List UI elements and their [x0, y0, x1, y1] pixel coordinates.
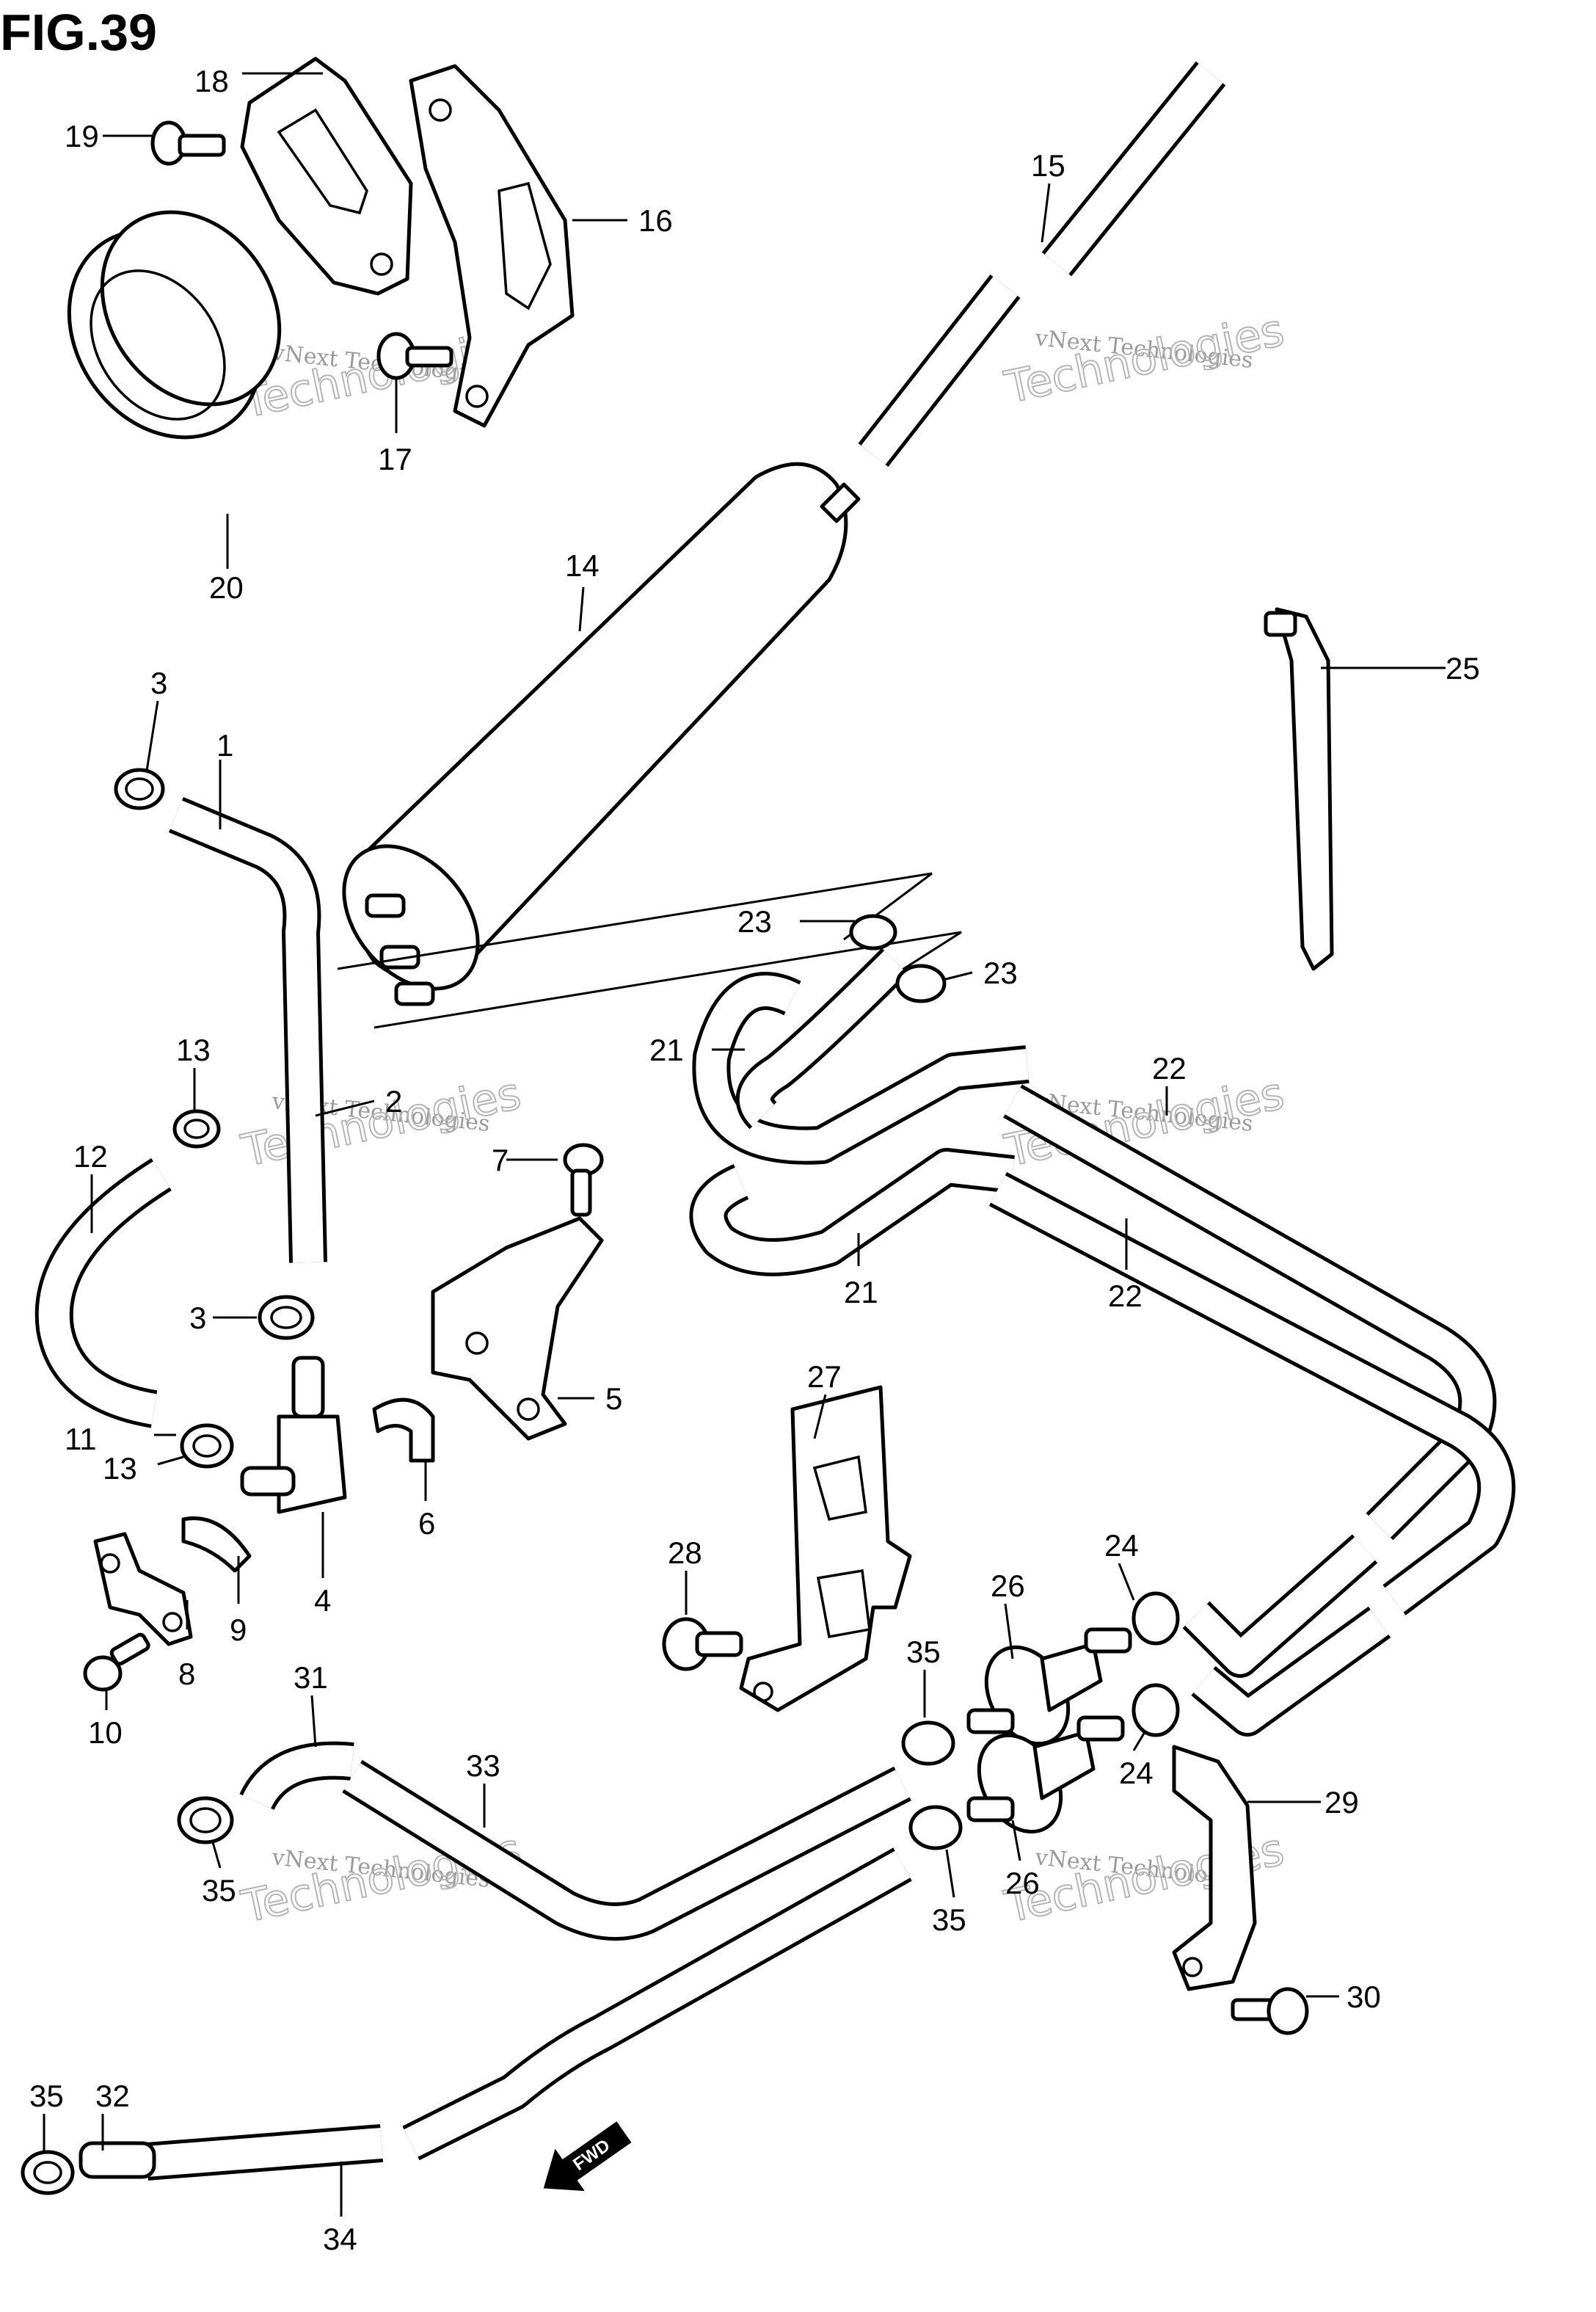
callout-27: 27: [807, 1359, 842, 1394]
callout-1: 1: [216, 728, 233, 763]
callout-17: 17: [378, 442, 412, 476]
part-25-cable-tie: [1264, 607, 1334, 971]
watermark-2: vNext Technologies Technologies: [999, 304, 1289, 415]
callout-29: 29: [1324, 1785, 1359, 1820]
callout-18: 18: [194, 64, 229, 98]
part-10-bolt: [83, 1632, 150, 1692]
callout-23b: 23: [983, 956, 1018, 990]
callout-13b: 13: [103, 1451, 137, 1486]
callout-3b: 3: [189, 1301, 206, 1335]
part-15-hose: [858, 61, 1226, 468]
figure-title: FIG.39: [0, 4, 157, 61]
part-35-clamp-b: [901, 1720, 955, 1766]
part-4-valve: [240, 1356, 347, 1514]
part-27-bracket: [739, 1385, 912, 1712]
part-26-valve-upper: [966, 1627, 1132, 1746]
callout-4: 4: [314, 1583, 331, 1618]
callout-24a: 24: [1104, 1528, 1139, 1563]
part-32-hose-end: [79, 2141, 156, 2179]
part-6-clip: [372, 1397, 435, 1463]
part-19-bolt: [150, 120, 226, 166]
part-13-clamp: [172, 1109, 221, 1149]
callout-19: 19: [65, 119, 99, 153]
watermark-outline: Technologies: [1000, 305, 1289, 414]
part-34-hose: [145, 1847, 912, 2181]
callout-24b: 24: [1119, 1756, 1154, 1790]
callout-35b: 35: [906, 1635, 941, 1669]
callout-35d: 35: [29, 2079, 64, 2113]
callout-33: 33: [466, 1748, 500, 1783]
part-23b-clamp: [895, 964, 947, 1003]
callout-15: 15: [1031, 148, 1065, 183]
callout-30: 30: [1347, 1980, 1381, 2014]
callout-35a: 35: [202, 1873, 236, 1908]
part-26-valve-lower: [966, 1715, 1125, 1834]
callout-10: 10: [88, 1715, 123, 1750]
callout-21b: 21: [844, 1275, 878, 1309]
callout-9: 9: [230, 1613, 247, 1647]
callout-5: 5: [605, 1381, 622, 1416]
part-22-hose-lower: [988, 1171, 1516, 1737]
callout-35c: 35: [932, 1902, 966, 1937]
callout-numbers: 18 19 16 17 20 15 14 25 3 1 2 13 12 7 3 …: [29, 64, 1480, 2256]
part-35-clamp-d: [21, 2150, 75, 2195]
part-35-clamp-c: [908, 1805, 963, 1850]
part-14-canister: [342, 462, 861, 1006]
part-31-hose: [239, 1741, 354, 1811]
callout-6: 6: [418, 1506, 435, 1541]
watermark-outline: Technologies: [237, 1068, 525, 1177]
callout-22b: 22: [1108, 1279, 1143, 1313]
part-12-hose: [34, 1157, 172, 1428]
part-16-bracket: [409, 64, 575, 428]
part-9-clip: [181, 1516, 252, 1573]
part-21-hose-lower: [689, 948, 1015, 1276]
part-21-hose-upper: [692, 972, 1030, 1165]
watermark-3: vNext Technologies Technologies: [236, 1067, 526, 1178]
leader-lines: [43, 72, 1446, 2217]
callout-13a: 13: [176, 1033, 211, 1067]
part-28-bolt: [662, 1617, 743, 1671]
callout-12: 12: [73, 1139, 108, 1174]
callout-14: 14: [565, 548, 600, 583]
part-20-mount-ring: [67, 210, 282, 440]
part-30-bolt: [1231, 1987, 1309, 2035]
callout-25: 25: [1446, 651, 1480, 686]
part-3-clamp: [114, 768, 165, 810]
callout-11: 11: [65, 1422, 97, 1456]
part-8-bracket: [93, 1532, 193, 1646]
callout-20: 20: [209, 570, 244, 605]
callout-28: 28: [668, 1535, 702, 1570]
part-24-clamp-lower: [1132, 1683, 1180, 1737]
part-23-clamp: [849, 914, 897, 950]
part-7-screw: [563, 1143, 604, 1217]
callout-21a: 21: [649, 1033, 684, 1067]
callout-16: 16: [638, 203, 673, 238]
part-3b-clamp: [258, 1295, 315, 1340]
part-5-bracket: [431, 1216, 604, 1441]
part-24-clamp-upper: [1132, 1591, 1180, 1646]
callout-23a: 23: [737, 904, 772, 939]
part-18-bracket: [240, 57, 413, 296]
part-29-bracket: [1172, 1745, 1257, 1991]
callout-26b: 26: [1005, 1866, 1040, 1900]
callout-8: 8: [178, 1657, 195, 1691]
fwd-arrow-icon: FWD: [543, 2121, 632, 2192]
callout-2: 2: [385, 1084, 402, 1119]
callout-32: 32: [95, 2079, 130, 2113]
part-35-clamp-a: [177, 1796, 234, 1844]
callout-31: 31: [294, 1660, 328, 1695]
part-33-hose: [342, 1759, 911, 1941]
callout-3a: 3: [150, 666, 167, 700]
callout-34: 34: [323, 2222, 357, 2256]
part-13b-clamp: [180, 1423, 234, 1469]
callout-26a: 26: [991, 1568, 1025, 1603]
callout-7: 7: [492, 1143, 509, 1177]
part-1-hose: [169, 797, 327, 1263]
callout-22a: 22: [1152, 1051, 1187, 1086]
